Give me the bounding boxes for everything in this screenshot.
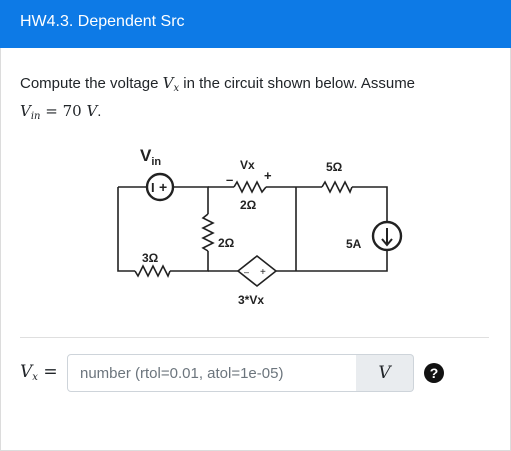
dep-source-minus: –: [244, 267, 249, 277]
resistor-bottom-left-label: 3Ω: [142, 251, 159, 265]
vin-label-main: V: [140, 146, 152, 165]
vin-label-sub: in: [151, 156, 161, 168]
question-text: Compute the voltage Vx in the circuit sh…: [20, 72, 490, 128]
vin-var-main: V: [20, 102, 31, 120]
answer-var-main: V: [20, 362, 33, 382]
wire-bottom-left: [170, 251, 209, 272]
resistor-bottom-left: [134, 264, 171, 278]
vx-var-sub: x: [173, 83, 180, 94]
vx-var: Vx: [162, 74, 180, 94]
source-minus-sign: I: [151, 180, 155, 195]
answer-input[interactable]: [67, 354, 357, 392]
wire-right: [296, 251, 388, 272]
answer-var: Vx: [20, 362, 38, 383]
dep-source-label: 3*Vx: [238, 293, 264, 307]
vin-var-sub: in: [30, 111, 41, 122]
dep-source-plus: +: [260, 267, 266, 278]
answer-var-sub: x: [32, 372, 38, 383]
unit-label: V: [378, 363, 391, 383]
question-header: HW4.3. Dependent Src: [0, 0, 511, 48]
current-arrow-icon: [381, 228, 393, 247]
resistor-top-right: [321, 180, 353, 194]
dependent-source-icon: [236, 254, 278, 288]
help-icon[interactable]: ?: [424, 363, 444, 383]
question-prefix: Compute the voltage: [20, 75, 163, 92]
resistor-top-middle-label: 2Ω: [240, 198, 257, 212]
wire-left: [117, 187, 135, 272]
resistor-top-middle: [233, 180, 267, 194]
resistor-top-right-label: 5Ω: [326, 160, 343, 174]
unit-addon: V: [356, 354, 414, 392]
question-suffix: in the circuit shown below. Assume: [179, 75, 416, 92]
answer-equals: =: [37, 362, 58, 382]
wire-top-right: [296, 186, 388, 221]
voltage-source-icon: [145, 172, 175, 202]
circuit-diagram: I + Vin Vx – + 2Ω 5Ω 2Ω 3Ω – + 3*Vx 5A: [117, 146, 403, 307]
vx-label: Vx: [240, 158, 255, 172]
vin-unit: V: [86, 102, 98, 120]
vin-label: Vin: [140, 146, 161, 168]
source-plus-sign: +: [159, 179, 167, 195]
resistor-vertical-label: 2Ω: [218, 236, 235, 250]
vin-equals: = 70: [40, 102, 87, 120]
resistor-vertical: [201, 213, 215, 252]
question-title: HW4.3. Dependent Src: [20, 13, 185, 30]
vx-minus-sign: –: [226, 172, 233, 187]
vx-plus-sign: +: [264, 168, 272, 183]
vin-period: .: [97, 103, 102, 120]
answer-label: Vx =: [20, 362, 58, 383]
vin-var: Vin: [20, 102, 41, 122]
answer-divider: [20, 337, 489, 338]
vx-var-main: V: [162, 74, 174, 92]
current-source-label: 5A: [346, 237, 362, 251]
